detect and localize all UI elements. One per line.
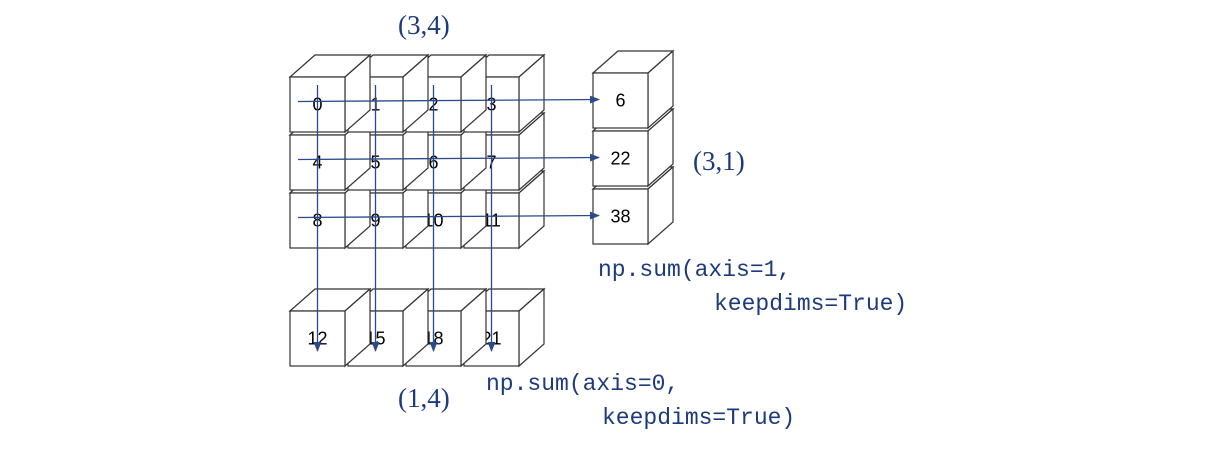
cube-front-face [592, 188, 649, 245]
axis1-code-line2: keepdims=True) [714, 291, 907, 317]
axis1-arrow-row-1 [297, 153, 600, 162]
axis0-shape-label: (1,4) [398, 383, 450, 413]
axis1-shape-label: (3,1) [693, 146, 745, 176]
cubes-layer: 111098765432103822621181512 [288, 49, 675, 368]
input-shape-label: (3,4) [398, 10, 450, 40]
cube-value: 38 [610, 206, 630, 226]
matrix-cell-0-0: 0 [288, 53, 372, 134]
col-sum-cell-0: 12 [288, 287, 372, 368]
arrows-layer [297, 85, 600, 352]
axis1-arrow-row-2 [297, 211, 600, 220]
cube-front-face [592, 72, 649, 129]
cube-value: 6 [615, 90, 625, 110]
row-sum-cell-0: 6 [591, 49, 675, 130]
axis1-code-line1: np.sum(axis=1, [598, 257, 791, 283]
axis0-code-line2: keepdims=True) [602, 405, 795, 431]
cube-value: 22 [610, 148, 630, 168]
axis0-code-line1: np.sum(axis=0, [486, 371, 679, 397]
axis1-arrow-row-0 [297, 95, 600, 104]
